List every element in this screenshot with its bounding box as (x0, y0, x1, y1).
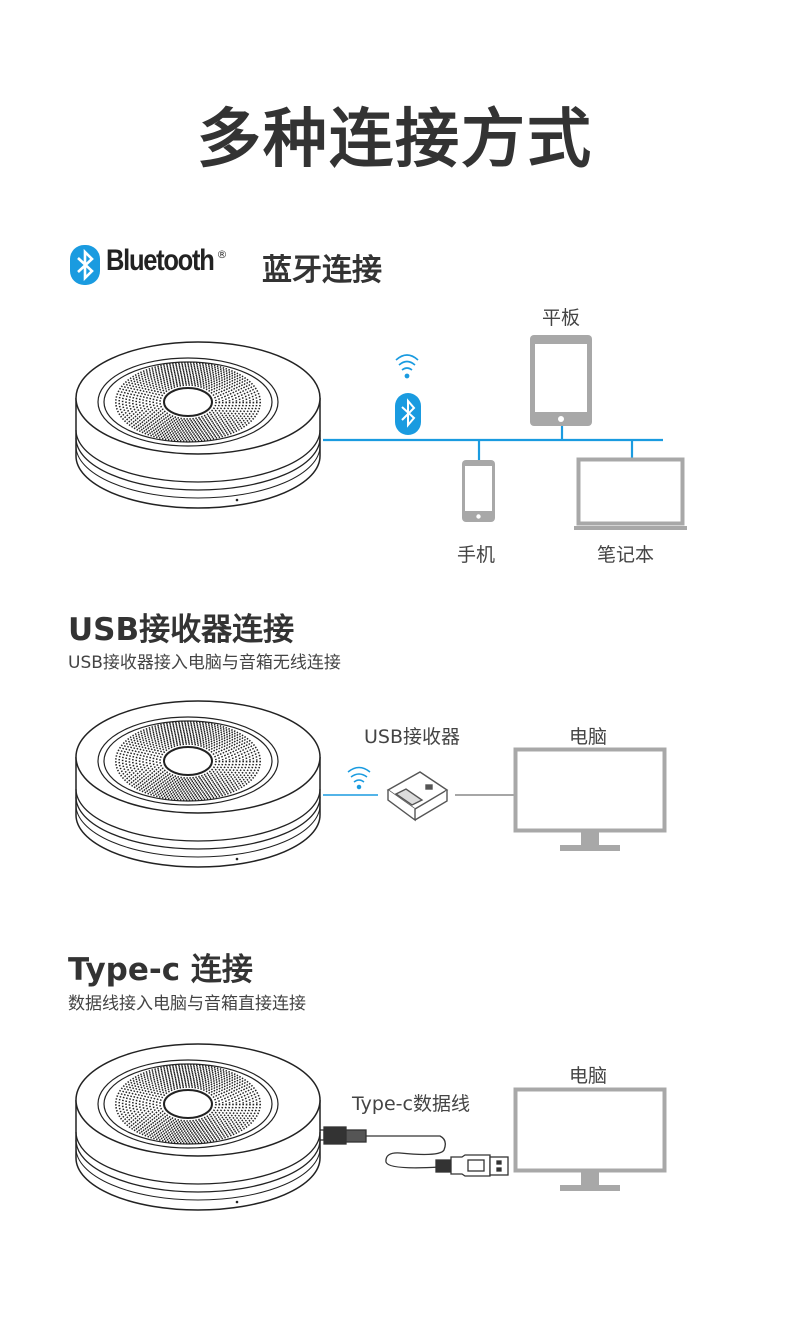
speaker-device-image (75, 1043, 321, 1211)
bluetooth-heading: 蓝牙连接 (262, 253, 382, 288)
usb-computer-label: 电脑 (569, 726, 608, 748)
tablet-label: 平板 (542, 307, 581, 329)
monitor-icon (513, 747, 667, 851)
speaker-device-image (75, 700, 321, 868)
bluetooth-brand: Bluetooth (106, 244, 215, 277)
registered-mark: ® (216, 248, 228, 261)
monitor-icon (513, 1087, 667, 1191)
usb-receiver-label: USB接收器 (364, 726, 461, 748)
laptop-icon (574, 457, 687, 530)
typec-heading: Type-c 连接 (68, 952, 253, 988)
usb-receiver-icon (386, 771, 449, 822)
typec-cable-icon (313, 1126, 509, 1177)
phone-icon (462, 460, 495, 522)
bluetooth-logo-icon (70, 245, 100, 285)
laptop-label: 笔记本 (597, 544, 655, 566)
tablet-icon (530, 335, 592, 426)
speaker-device-image (75, 341, 321, 509)
typec-subtitle: 数据线接入电脑与音箱直接连接 (68, 994, 306, 1014)
bluetooth-icon (395, 393, 421, 435)
usb-connection-diagram (323, 747, 667, 851)
usb-heading: USB接收器连接 (68, 612, 295, 648)
usb-subtitle: USB接收器接入电脑与音箱无线连接 (68, 653, 341, 673)
page-title: 多种连接方式 (197, 103, 593, 177)
typec-computer-label: 电脑 (569, 1065, 608, 1087)
phone-label: 手机 (457, 544, 496, 566)
wifi-signal-icon (347, 766, 371, 790)
typec-cable-label: Type-c数据线 (352, 1093, 470, 1115)
wifi-signal-icon (395, 354, 419, 379)
bluetooth-connection-diagram (323, 335, 687, 530)
